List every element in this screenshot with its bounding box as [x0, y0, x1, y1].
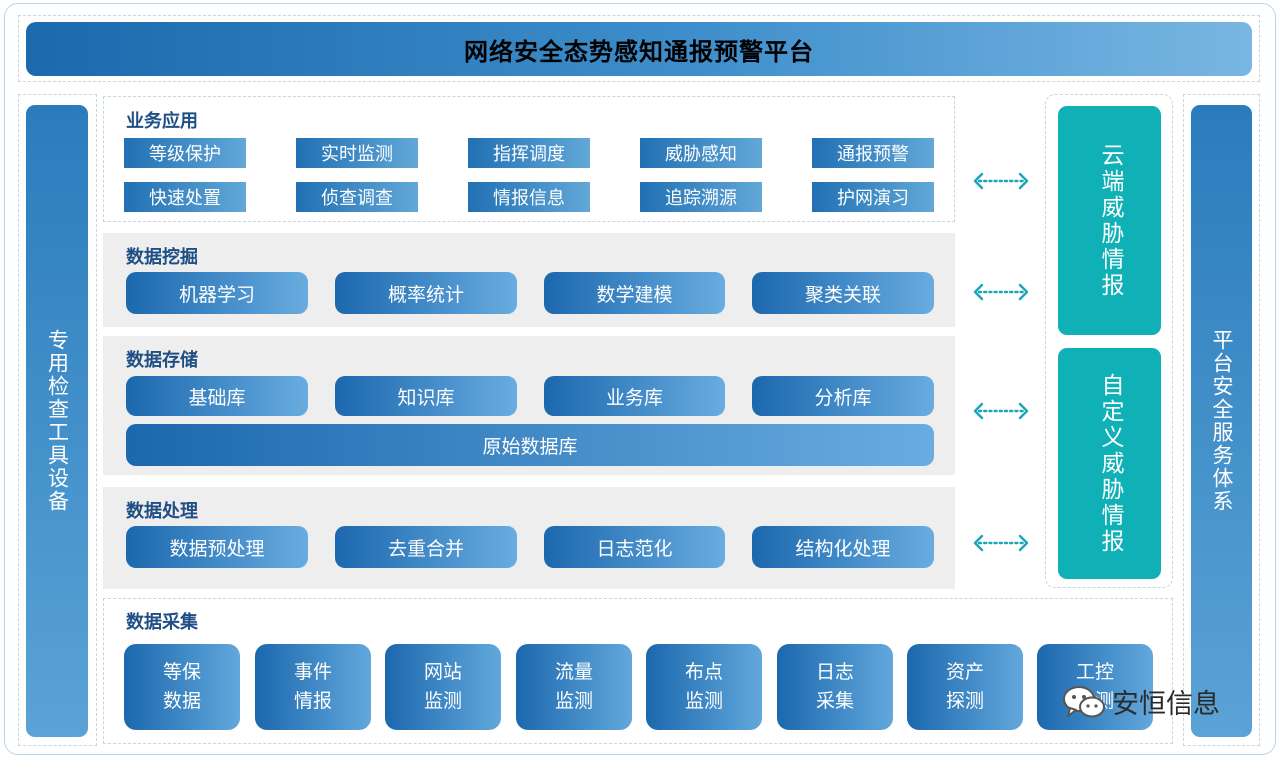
- data-processing-item: 结构化处理: [752, 526, 934, 568]
- business-apps-title: 业务应用: [126, 111, 198, 132]
- right-pillar-label: 平台安全服务体系: [1210, 329, 1234, 513]
- data-mining-title: 数据挖掘: [126, 247, 198, 268]
- data-storage-item: 知识库: [335, 376, 517, 416]
- business-app-item: 护网演习: [812, 182, 934, 212]
- data-collection-item: 日志 采集: [777, 644, 893, 730]
- platform-title: 网络安全态势感知通报预警平台: [26, 22, 1252, 76]
- outer-frame: [4, 3, 1276, 755]
- data-collection-item: 事件 情报: [255, 644, 371, 730]
- threat-intel-frame: [1045, 94, 1173, 588]
- double-headed-dotted-arrow-icon: [973, 534, 1029, 552]
- data-processing-item: 日志范化: [544, 526, 725, 568]
- business-apps-panel: [103, 96, 955, 222]
- double-headed-dotted-arrow-icon: [973, 402, 1029, 420]
- data-collection-item-line2: 探测: [945, 690, 984, 712]
- wechat-icon: [1063, 685, 1105, 717]
- cloud-threat-intel-label: 云端威胁情报: [1097, 142, 1123, 299]
- data-collection-item-line1: 日志: [815, 661, 854, 683]
- left-pillar: 专用检查工具设备: [26, 105, 88, 737]
- data-collection-item-line1: 网站: [423, 661, 462, 683]
- data-mining-item: 数学建模: [544, 272, 725, 314]
- left-pillar-label: 专用检查工具设备: [45, 329, 70, 513]
- custom-threat-intel-box: 自定义威胁情报: [1058, 348, 1161, 579]
- data-collection-item-line1: 资产: [945, 661, 984, 683]
- business-app-item: 通报预警: [812, 138, 934, 168]
- business-app-item: 威胁感知: [640, 138, 762, 168]
- watermark-text: 安恒信息: [1112, 689, 1220, 720]
- data-collection-item-line1: 事件: [293, 661, 332, 683]
- business-app-item: 追踪溯源: [640, 182, 762, 212]
- double-headed-dotted-arrow-icon: [973, 172, 1029, 190]
- cloud-threat-intel-box: 云端威胁情报: [1058, 106, 1161, 335]
- data-collection-title: 数据采集: [126, 612, 198, 633]
- data-collection-item-line2: 采集: [815, 690, 854, 712]
- left-pillar-frame: [18, 94, 97, 746]
- data-collection-item: 资产 探测: [907, 644, 1023, 730]
- data-collection-item: 网站 监测: [385, 644, 501, 730]
- data-mining-item: 聚类关联: [752, 272, 934, 314]
- business-app-item: 快速处置: [124, 182, 246, 212]
- data-collection-item-line1: 工控: [1075, 661, 1114, 683]
- data-mining-item: 概率统计: [335, 272, 517, 314]
- data-collection-item: 等保 数据: [124, 644, 240, 730]
- data-storage-item: 分析库: [752, 376, 934, 416]
- data-collection-item-line1: 布点: [684, 661, 723, 683]
- business-app-item: 指挥调度: [468, 138, 590, 168]
- right-pillar-frame: [1183, 94, 1260, 746]
- data-collection-item-line1: 等保: [162, 661, 201, 683]
- business-app-item: 侦查调查: [296, 182, 418, 212]
- data-processing-title: 数据处理: [126, 501, 198, 522]
- raw-database: 原始数据库: [126, 424, 934, 466]
- double-headed-dotted-arrow-icon: [973, 283, 1029, 301]
- data-collection-item-line2: 情报: [293, 690, 332, 712]
- data-processing-item: 数据预处理: [126, 526, 308, 568]
- data-collection-item: 流量 监测: [516, 644, 632, 730]
- data-storage-item: 业务库: [544, 376, 725, 416]
- data-collection-item-line1: 流量: [554, 661, 593, 683]
- title-frame: [18, 15, 1260, 82]
- data-storage-item: 基础库: [126, 376, 308, 416]
- data-collection-item-line2: 监测: [684, 690, 723, 712]
- data-collection-item-line2: 监测: [554, 690, 593, 712]
- data-collection-item-line2: 数据: [162, 690, 201, 712]
- data-storage-title: 数据存储: [126, 350, 198, 371]
- business-app-item: 实时监测: [296, 138, 418, 168]
- data-mining-item: 机器学习: [126, 272, 308, 314]
- watermark: 安恒信息: [1062, 682, 1220, 721]
- business-app-item: 情报信息: [468, 182, 590, 212]
- data-processing-item: 去重合并: [335, 526, 517, 568]
- custom-threat-intel-label: 自定义威胁情报: [1097, 372, 1123, 555]
- data-collection-panel: [103, 598, 1173, 744]
- data-collection-item: 布点 监测: [646, 644, 762, 730]
- business-app-item: 等级保护: [124, 138, 246, 168]
- data-collection-item-line2: 监测: [423, 690, 462, 712]
- right-pillar: 平台安全服务体系: [1191, 105, 1252, 737]
